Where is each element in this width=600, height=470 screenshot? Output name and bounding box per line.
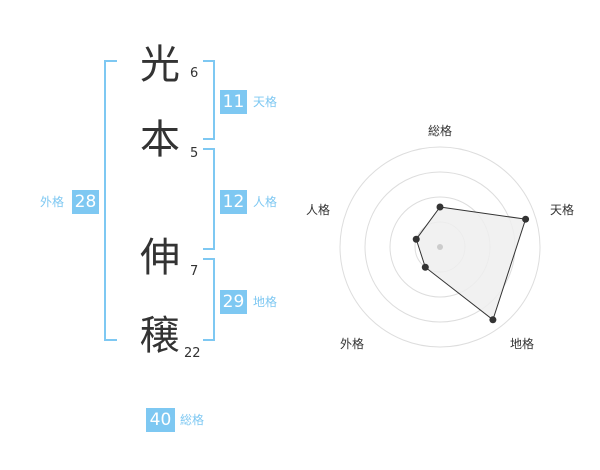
gaikaku-value-badge: 28 [72,190,99,214]
radar-point-3 [489,316,497,324]
radar-area [415,206,527,321]
radar-point-1 [436,203,444,211]
name-char-1: 光 [140,42,180,88]
chikaku-bracket [203,258,215,341]
radar-axis-label-gaikaku: 外格 [340,337,365,351]
radar-axis-label-tenkaku: 天格 [550,203,575,217]
radar-point-5 [412,235,420,243]
tenkaku-value-badge: 11 [220,90,247,114]
stroke-count-1: 6 [190,66,199,81]
jinkaku-value-badge: 12 [220,190,247,214]
jinkaku-label: 人格 [253,195,278,209]
chikaku-label: 地格 [253,295,278,309]
name-char-3: 伸 [140,235,180,281]
stroke-count-4: 22 [184,346,201,361]
radar-ring-4 [339,146,541,348]
radar-axis-label-chikaku: 地格 [510,337,535,351]
radar-center-dot [437,244,443,250]
stroke-count-3: 7 [190,264,199,279]
name-char-4: 穣 [140,313,180,359]
chikaku-value-badge: 29 [220,290,247,314]
radar-point-4 [421,263,429,271]
tenkaku-label: 天格 [253,95,278,109]
radar-point-2 [522,215,530,223]
radar-chart [339,146,541,348]
radar-axis-label-jinkaku: 人格 [306,203,331,217]
radar-points [412,203,530,324]
soukaku-label: 総格 [180,413,205,427]
name-char-2: 本 [140,117,180,163]
gaikaku-bracket [104,60,117,341]
jinkaku-bracket [203,148,215,250]
tenkaku-bracket [203,60,215,140]
gaikaku-label: 外格 [40,195,65,209]
radar-axis-label-soukaku: 総格 [428,124,453,138]
soukaku-value-badge: 40 [146,408,175,432]
stroke-count-2: 5 [190,146,199,161]
